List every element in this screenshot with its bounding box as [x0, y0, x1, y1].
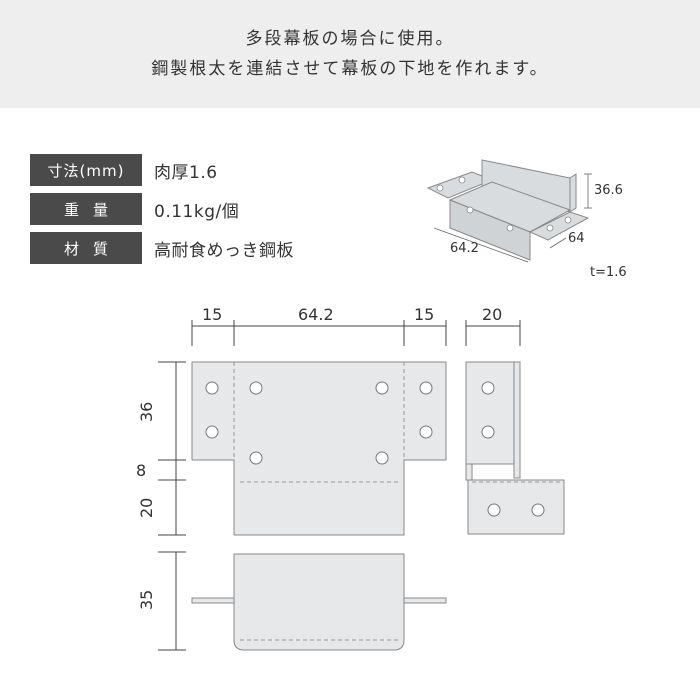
dim-top-mid: 64.2	[298, 305, 334, 324]
dim-v-36: 36	[137, 402, 156, 422]
front-view-holes	[205, 381, 433, 465]
spec-label-dimensions: 寸法(mm)	[30, 154, 142, 186]
spec-table: 寸法(mm) 肉厚1.6 重量 0.11kg/個 材質 高耐食めっき鋼板	[30, 154, 294, 271]
orthographic-drawing: 15 64.2 15 20 36 8 20 35	[136, 305, 565, 651]
iso-width-label: 64.2	[450, 241, 479, 256]
dim-top-left: 15	[202, 305, 222, 324]
side-view	[465, 361, 565, 535]
isometric-view: 36.6 64.2 64 t=1.6	[426, 159, 627, 280]
spec-label-material: 材質	[30, 232, 142, 264]
header-line-2: 鋼製根太を連結させて幕板の下地を作れます。	[151, 59, 549, 79]
header-line-1: 多段幕板の場合に使用。	[245, 29, 455, 49]
dim-top-right: 15	[414, 305, 434, 324]
spec-row-weight: 重量 0.11kg/個	[30, 193, 294, 225]
iso-height-label: 36.6	[594, 183, 623, 198]
bracket-iso-shape	[426, 159, 590, 261]
front-view	[191, 361, 447, 536]
spec-label-weight: 重量	[30, 193, 142, 225]
dim-v-8: 8	[136, 461, 146, 480]
spec-value-dimensions: 肉厚1.6	[154, 162, 218, 183]
dim-side-width: 20	[482, 305, 502, 324]
iso-thickness-label: t=1.6	[590, 265, 627, 280]
side-view-holes	[481, 381, 545, 517]
bottom-view	[191, 553, 447, 651]
left-dimension-lines	[158, 361, 186, 651]
spec-row-material: 材質 高耐食めっき鋼板	[30, 232, 294, 264]
iso-depth-label: 64	[568, 231, 585, 246]
spec-row-dimensions: 寸法(mm) 肉厚1.6	[30, 154, 294, 186]
spec-value-weight: 0.11kg/個	[154, 201, 240, 222]
top-dimension-lines	[191, 320, 521, 346]
header-banner: 多段幕板の場合に使用。 鋼製根太を連結させて幕板の下地を作れます。	[0, 0, 700, 108]
dim-v-35: 35	[137, 590, 156, 610]
dim-v-20: 20	[137, 498, 156, 518]
spec-value-material: 高耐食めっき鋼板	[154, 240, 294, 261]
